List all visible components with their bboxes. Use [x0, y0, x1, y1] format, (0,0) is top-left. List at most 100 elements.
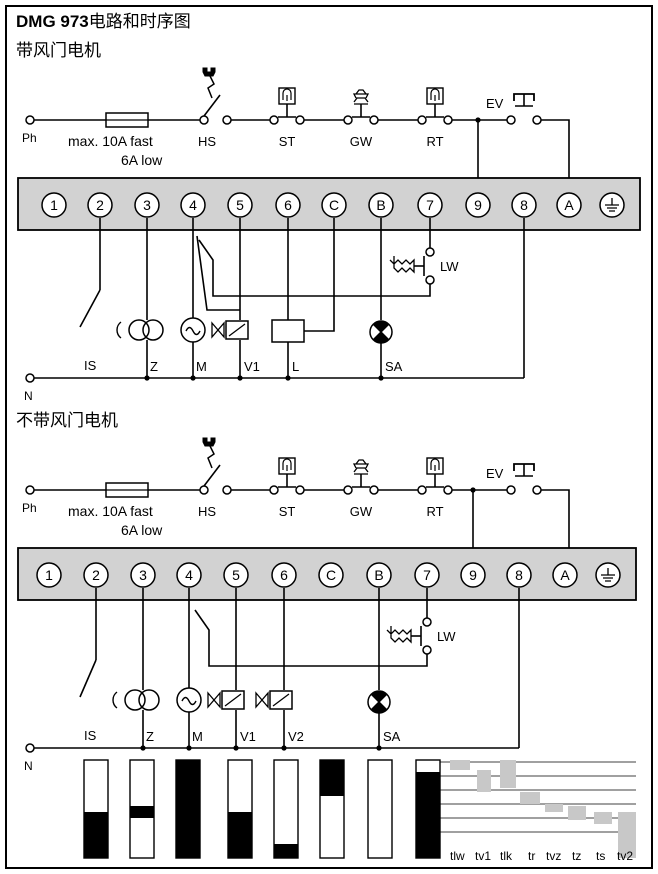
st-contact-right: [295, 485, 305, 495]
timing-label-tvz: tvz: [546, 849, 561, 863]
terminal-9-circle: [465, 192, 491, 218]
terminal-label: C: [329, 197, 339, 213]
hs-switch-blade: [203, 464, 221, 487]
gw-contact-left: [343, 485, 353, 495]
transformer-coil-right: [138, 689, 160, 711]
terminal-label: 6: [284, 197, 292, 213]
earth-terminal-icon: [605, 198, 619, 212]
terminal-label: 6: [280, 567, 288, 583]
v1-coil-slash: [224, 693, 242, 707]
ev-contact-right: [532, 485, 542, 495]
timing-step-4: [520, 792, 540, 804]
st-contact-right: [295, 115, 305, 125]
ev-label: EV: [486, 96, 504, 111]
ev-to-terminal-a-wire: [541, 489, 570, 566]
ev-contact-right: [532, 115, 542, 125]
terminal-label: B: [374, 567, 383, 583]
fuse-rating-label: max. 10A fast: [68, 133, 153, 149]
terminal-1-circle: [87, 192, 113, 218]
lw-return-wire: [194, 609, 428, 667]
ev-contact-left: [506, 115, 516, 125]
sa-neutral-dot: [376, 745, 382, 751]
n-terminal: [25, 743, 35, 753]
motor-sine-icon: [185, 326, 201, 336]
timing-bar-segment: [176, 760, 200, 858]
n-label: N: [24, 389, 33, 403]
rt-contact-left: [417, 115, 427, 125]
gw-label: GW: [350, 504, 373, 519]
v1-valve-icon: [207, 691, 221, 709]
hs-label: HS: [198, 504, 216, 519]
transformer-coil-left: [128, 319, 150, 341]
terminal-0-circle: [41, 192, 67, 218]
ph-label: Ph: [22, 501, 37, 515]
timing-bar-segment: [130, 806, 154, 818]
terminal-11-circle: [556, 192, 582, 218]
ev-contact-left: [506, 485, 516, 495]
gw-pressure-icon: [352, 459, 370, 475]
rt-label: RT: [426, 134, 443, 149]
timing-step-2: [477, 770, 491, 792]
terminal-6-circle: [321, 192, 347, 218]
lw-label: LW: [440, 259, 459, 274]
spark-gap-icon: [116, 321, 122, 339]
motor-neutral-dot: [186, 745, 192, 751]
terminal-7-circle: [368, 192, 394, 218]
l-label: L: [292, 359, 299, 374]
ev-button-icon: [513, 463, 535, 471]
gw-label: GW: [350, 134, 373, 149]
terminal-label: 9: [469, 567, 477, 583]
terminal-8-circle: [417, 192, 443, 218]
n-terminal: [25, 373, 35, 383]
gw-pressure-icon: [352, 89, 370, 105]
terminal-5-circle: [271, 562, 297, 588]
timing-bar-4: [227, 759, 253, 859]
hs-switch-blade: [203, 94, 221, 117]
v1-coil-slash: [228, 323, 246, 337]
sa-lamp-fill: [371, 690, 387, 714]
z-neutral-dot: [144, 375, 150, 381]
rt-contact-right: [443, 485, 453, 495]
terminal-label: 8: [520, 197, 528, 213]
v2-neutral-dot: [281, 745, 287, 751]
lw-label: LW: [437, 629, 456, 644]
timing-bar-segment: [320, 796, 344, 858]
terminal-c-wire: [304, 218, 335, 332]
terminal-10-circle: [511, 192, 537, 218]
page-frame: [5, 5, 653, 869]
terminal-9-circle: [460, 562, 486, 588]
v1-valve-icon: [211, 321, 225, 339]
ph-terminal: [25, 485, 35, 495]
earth-terminal-icon: [601, 568, 615, 582]
ph-label: Ph: [22, 131, 37, 145]
terminal-5-circle: [275, 192, 301, 218]
timing-bar-3: [175, 759, 201, 859]
timing-label-tr: tr: [528, 849, 535, 863]
hs-contact-left: [199, 485, 209, 495]
timing-step-6: [568, 806, 586, 820]
timing-label-ts: ts: [596, 849, 605, 863]
st-contact-left: [269, 485, 279, 495]
timing-label-tlw: tlw: [450, 849, 465, 863]
hs-contact-right: [222, 115, 232, 125]
timing-bar-segment: [274, 844, 298, 858]
fuse-rating-label: max. 10A fast: [68, 503, 153, 519]
timing-step-3: [500, 760, 516, 788]
page-title: DMG 973电路和时序图: [16, 12, 191, 31]
timing-bar-segment: [416, 772, 440, 858]
m-label: M: [192, 729, 203, 744]
ev-to-terminal-a-wire: [541, 119, 570, 196]
hs-label: HS: [198, 134, 216, 149]
m-label: M: [196, 359, 207, 374]
damper-motor-box: [271, 319, 305, 343]
timing-bar-8: [415, 759, 441, 859]
z-label: Z: [150, 359, 158, 374]
timing-bar-segment: [84, 760, 108, 812]
st-label: ST: [279, 504, 296, 519]
v1-neutral-dot: [237, 375, 243, 381]
z-label: Z: [146, 729, 154, 744]
z-neutral-dot: [140, 745, 146, 751]
is-switch-blade: [79, 289, 101, 328]
